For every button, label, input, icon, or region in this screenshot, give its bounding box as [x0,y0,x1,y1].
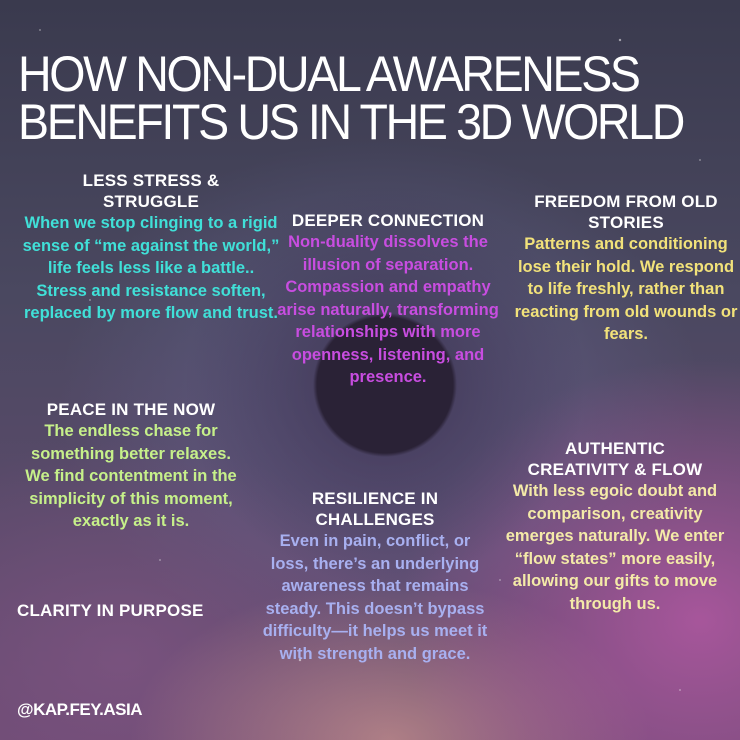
section-authentic: AUTHENTIC CREATIVITY & FLOW With less eg… [500,438,730,615]
section-body: Non-duality dissolves the illusion of se… [277,233,499,386]
page-title: HOW NON-DUAL AWARENESS BENEFITS US IN TH… [18,49,685,147]
section-body: The endless chase for something better r… [25,422,237,530]
section-heading: FREEDOM FROM OLD STORIES [534,192,718,232]
section-body: Even in pain, conflict, or loss, there’s… [262,532,488,663]
section-peace: PEACE IN THE NOW The endless chase for s… [12,399,250,533]
section-heading: AUTHENTIC CREATIVITY & FLOW [527,439,703,479]
title-line-1: HOW NON-DUAL AWARENESS [18,46,641,102]
section-heading: PEACE IN THE NOW [46,400,216,419]
section-body: When we stop clinging to a rigid sense o… [22,214,280,322]
section-less-stress: LESS STRESS & STRUGGLE When we stop clin… [22,170,280,325]
section-heading: LESS STRESS & STRUGGLE [82,171,220,211]
section-deeper-connection: DEEPER CONNECTION Non-duality dissolves … [272,210,504,389]
section-heading: DEEPER CONNECTION [291,211,485,230]
section-heading: CLARITY IN PURPOSE [17,601,204,620]
section-resilience: RESILIENCE IN CHALLENGES Even in pain, c… [260,488,490,665]
section-clarity: CLARITY IN PURPOSE [17,600,204,621]
section-body: With less egoic doubt and comparison, cr… [505,482,725,613]
social-handle: @KAP.FEY.ASIA [17,700,143,719]
section-freedom: FREEDOM FROM OLD STORIES Patterns and co… [512,191,740,346]
title-line-2: BENEFITS US IN THE 3D WORLD [18,94,685,150]
section-body: Patterns and conditioning lose their hol… [514,235,738,343]
section-heading: RESILIENCE IN CHALLENGES [311,489,439,529]
